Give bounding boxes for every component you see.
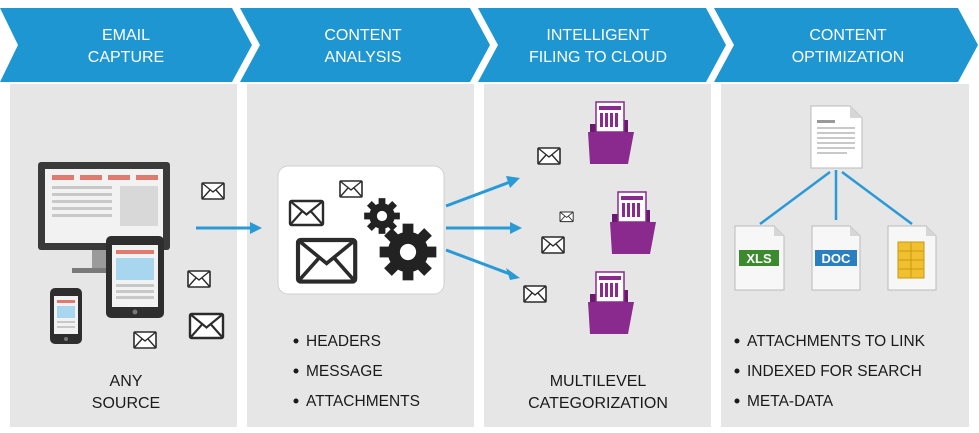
stage-4-line1: CONTENT (809, 27, 887, 44)
connector-lines (759, 170, 913, 226)
source-document-icon (810, 105, 863, 169)
stage-banner-3: INTELLIGENT FILING TO CLOUD (478, 8, 726, 82)
gear-icon (364, 198, 400, 234)
smartphone-icon (50, 288, 82, 344)
stage-2-line1: CONTENT (324, 27, 402, 44)
stage-2-line2: ANALYSIS (324, 49, 401, 66)
stage-banner-2: CONTENT ANALYSIS (240, 8, 490, 82)
envelope-icon (541, 236, 565, 254)
filing-caption-line2: CATEGORIZATION (528, 395, 668, 412)
xls-label: XLS (746, 251, 772, 266)
tablet-icon (106, 236, 164, 318)
optimization-bullet-list: ATTACHMENTS TO LINK INDEXED FOR SEARCH M… (734, 333, 926, 410)
envelope-icon (537, 147, 561, 165)
envelope-icon (559, 211, 574, 223)
stage-banner-4: CONTENT OPTIMIZATION (714, 8, 978, 82)
stage-3-line1: INTELLIGENT (546, 27, 649, 44)
optimization-bullet: ATTACHMENTS TO LINK (747, 333, 926, 350)
stage-3-line2: FILING TO CLOUD (529, 49, 667, 66)
stage-1-line1: EMAIL (102, 27, 150, 44)
flow-arrow-icon (445, 248, 520, 280)
envelope-icon (201, 182, 225, 200)
spreadsheet-file-icon (887, 225, 937, 291)
gear-icon (379, 223, 437, 281)
envelope-icon (187, 270, 211, 288)
stage-banner-1: EMAIL CAPTURE (0, 8, 252, 82)
optimization-bullet: META-DATA (747, 393, 834, 410)
envelope-icon (188, 312, 225, 340)
optimization-bullet: INDEXED FOR SEARCH (747, 363, 922, 380)
analysis-bullet: ATTACHMENTS (306, 393, 420, 410)
filing-caption-line1: MULTILEVEL (550, 373, 647, 390)
flow-arrow-icon (196, 222, 262, 234)
analysis-bullet: HEADERS (306, 333, 381, 350)
doc-label: DOC (822, 251, 852, 266)
capture-caption-line1: ANY (110, 373, 143, 390)
desktop-monitor-icon (38, 162, 170, 273)
envelope-icon (133, 331, 157, 349)
stage-1-line2: CAPTURE (88, 49, 164, 66)
analysis-box (277, 165, 445, 295)
analysis-bullet-list: HEADERS MESSAGE ATTACHMENTS (293, 333, 420, 410)
flow-arrow-icon (445, 176, 520, 208)
xls-file-icon: XLS (734, 225, 785, 291)
stage-4-line2: OPTIMIZATION (792, 49, 905, 66)
analysis-bullet: MESSAGE (306, 363, 383, 380)
capture-caption-line2: SOURCE (92, 395, 160, 412)
envelope-icon (523, 285, 547, 303)
doc-file-icon: DOC (811, 225, 861, 291)
flow-arrow-icon (446, 222, 522, 234)
